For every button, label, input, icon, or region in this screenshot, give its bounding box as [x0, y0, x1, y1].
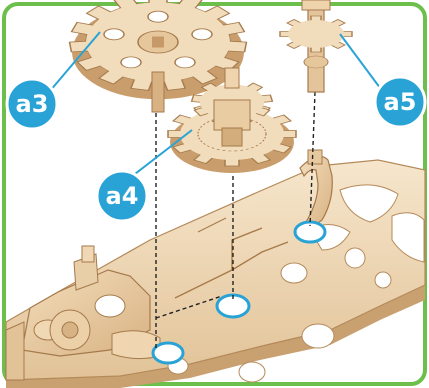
hole-a3 — [153, 343, 183, 363]
callout-a4-label: a4 — [106, 182, 139, 210]
callout-a3-label: a3 — [16, 90, 49, 118]
callout-a5-label: a5 — [384, 88, 417, 116]
callout-a3: a3 — [7, 79, 57, 129]
callout-a4: a4 — [97, 171, 147, 221]
callout-a5: a5 — [375, 77, 425, 127]
